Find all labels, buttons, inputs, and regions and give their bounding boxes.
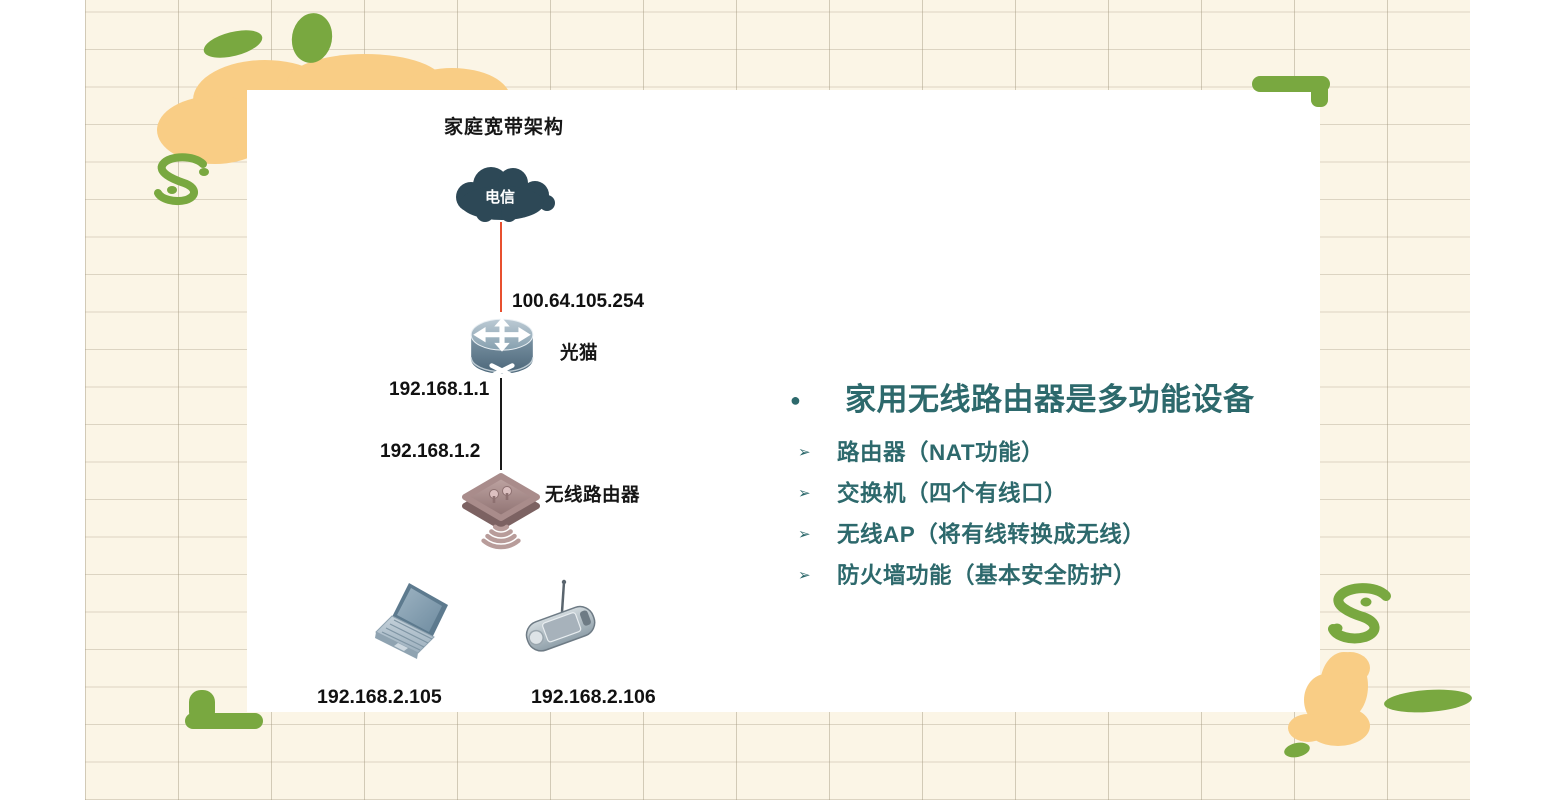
- arrow-bullet-icon: ➢: [798, 526, 812, 543]
- list-item-text: 无线AP（将有线转换成无线）: [837, 522, 1146, 547]
- wireless-router-icon: [462, 473, 540, 550]
- laptop-ip: 192.168.2.105: [317, 686, 442, 708]
- modem-lan-ip: 192.168.1.1: [389, 379, 490, 400]
- lan-link-line: [500, 378, 502, 470]
- wifi-waves-icon: [481, 524, 521, 550]
- antenna-detail: [489, 486, 512, 503]
- notes-heading: ● 家用无线路由器是多功能设备: [790, 380, 1315, 420]
- laptop-icon: [375, 583, 448, 659]
- notes-heading-text: 家用无线路由器是多功能设备: [845, 382, 1255, 417]
- mobile-device-icon: [525, 579, 596, 652]
- list-item: ➢ 路由器（NAT功能）: [790, 432, 1315, 473]
- bullet-dot-icon: ●: [790, 390, 802, 410]
- diagram-title: 家庭宽带架构: [444, 117, 565, 138]
- mobile-ip: 192.168.2.106: [531, 686, 656, 708]
- arrow-bullet-icon: ➢: [798, 485, 812, 502]
- modem-wan-ip: 100.64.105.254: [512, 291, 645, 312]
- slide: 家庭宽带架构 电信 100.64.105.254: [247, 90, 1320, 712]
- list-item-text: 交换机（四个有线口）: [837, 481, 1068, 506]
- optical-modem-icon: [470, 317, 534, 379]
- arrow-bullet-icon: ➢: [798, 567, 812, 584]
- list-item: ➢ 防火墙功能（基本安全防护）: [790, 555, 1315, 596]
- arrow-bullet-icon: ➢: [798, 444, 812, 461]
- wireless-router-wan-ip: 192.168.1.2: [380, 441, 481, 462]
- list-item-text: 防火墙功能（基本安全防护）: [837, 563, 1137, 588]
- isp-cloud-label: 电信: [485, 188, 515, 206]
- list-item: ➢ 交换机（四个有线口）: [790, 473, 1315, 514]
- notes-panel: ● 家用无线路由器是多功能设备 ➢ 路由器（NAT功能） ➢ 交换机（四个有线口…: [790, 380, 1315, 596]
- list-item: ➢ 无线AP（将有线转换成无线）: [790, 514, 1315, 555]
- modem-label: 光猫: [560, 342, 599, 363]
- list-item-text: 路由器（NAT功能）: [837, 440, 1045, 465]
- isp-cloud-icon: 电信: [456, 167, 555, 222]
- wireless-router-label: 无线路由器: [545, 484, 641, 505]
- antenna-icon: [560, 581, 566, 613]
- notes-items: ➢ 路由器（NAT功能） ➢ 交换机（四个有线口） ➢ 无线AP（将有线转换成无…: [790, 432, 1315, 596]
- wan-link-line: [500, 222, 502, 312]
- keyboard-detail: [381, 619, 433, 651]
